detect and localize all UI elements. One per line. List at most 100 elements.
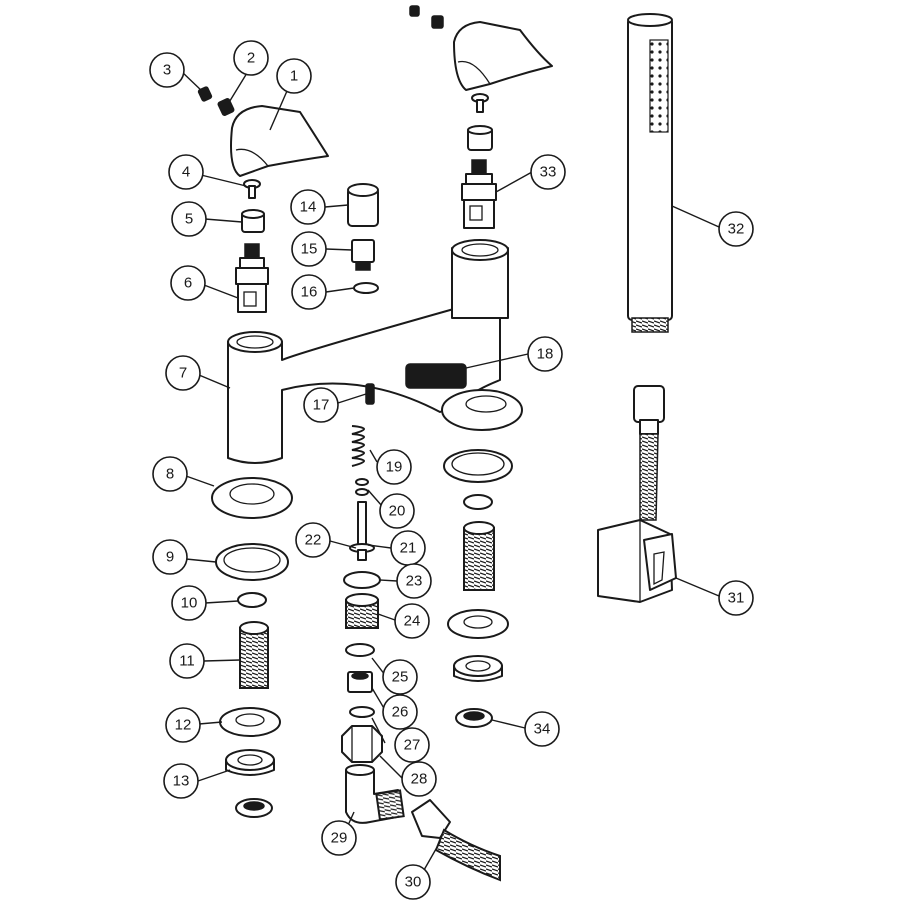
part-8-base-plate-right	[441, 389, 523, 431]
callout-25: 25	[382, 659, 418, 695]
callout-7: 7	[165, 355, 201, 391]
callout-10: 10	[171, 585, 207, 621]
svg-text:24: 24	[404, 613, 421, 630]
svg-text:28: 28	[411, 771, 428, 788]
svg-text:9: 9	[166, 549, 174, 566]
part-14-cap	[347, 183, 379, 227]
part-5-bush-right	[467, 125, 493, 151]
svg-text:21: 21	[400, 540, 417, 557]
svg-text:15: 15	[301, 241, 318, 258]
part-28-hex-nut	[341, 725, 383, 763]
leader-lines	[180, 70, 720, 878]
svg-text:18: 18	[537, 346, 554, 363]
callout-20: 20	[379, 493, 415, 529]
callout-23: 23	[396, 563, 432, 599]
svg-text:16: 16	[301, 284, 318, 301]
callout-18: 18	[527, 336, 563, 372]
callout-33: 33	[530, 154, 566, 190]
callout-28: 28	[401, 761, 437, 797]
svg-text:17: 17	[313, 397, 330, 414]
part-20-o-rings	[355, 478, 369, 496]
part-12-washer-right	[447, 609, 509, 639]
part-13-back-nut	[225, 749, 275, 818]
part-32-hand-shower	[627, 13, 673, 333]
part-24-diverter-housing	[345, 593, 379, 629]
part-8-base-plate	[211, 477, 293, 519]
svg-text:22: 22	[305, 532, 322, 549]
svg-text:34: 34	[534, 721, 551, 738]
part-4-screw	[243, 179, 261, 199]
part-27-washer	[349, 706, 375, 718]
svg-text:11: 11	[179, 653, 195, 670]
svg-text:3: 3	[163, 62, 171, 79]
svg-text:1: 1	[290, 68, 298, 85]
part-16-o-ring	[353, 282, 379, 294]
shower-hose	[633, 385, 665, 521]
part-9-gasket	[215, 543, 289, 581]
svg-text:19: 19	[386, 459, 403, 476]
callout-17: 17	[303, 387, 339, 423]
callout-9: 9	[152, 539, 188, 575]
callout-12: 12	[165, 707, 201, 743]
callout-5: 5	[171, 201, 207, 237]
callout-8: 8	[152, 456, 188, 492]
svg-text:6: 6	[184, 275, 192, 292]
callout-2: 2	[233, 40, 269, 76]
svg-text:33: 33	[540, 164, 557, 181]
part-1-lever-handle	[230, 105, 329, 177]
callout-11: 11	[169, 643, 205, 679]
callout-3: 3	[149, 52, 185, 88]
callout-4: 4	[168, 154, 204, 190]
part-10-washer	[237, 592, 267, 608]
part-17-pin	[365, 383, 375, 405]
part-1-lever-handle-right	[453, 21, 553, 91]
callout-22: 22	[295, 522, 331, 558]
callout-30: 30	[395, 864, 431, 900]
part-19-spring	[351, 425, 365, 467]
part-2-insert	[217, 98, 235, 116]
part-4-screw-right	[471, 93, 489, 113]
part-7-pillar-right	[451, 239, 509, 319]
svg-text:8: 8	[166, 466, 174, 483]
part-29-elbow	[345, 764, 405, 824]
part-11-threaded-shank-right	[463, 521, 495, 591]
svg-text:14: 14	[300, 199, 317, 216]
callout-34: 34	[524, 711, 560, 747]
callout-27: 27	[394, 727, 430, 763]
callout-6: 6	[170, 265, 206, 301]
svg-text:2: 2	[247, 50, 255, 67]
part-21-spindle	[349, 501, 375, 561]
part-31-wall-bracket	[597, 519, 677, 603]
part-15-diverter-knob	[351, 239, 375, 271]
callout-29: 29	[321, 820, 357, 856]
callout-14: 14	[290, 189, 326, 225]
part-5-bush	[241, 209, 265, 233]
part-11-threaded-shank	[239, 621, 269, 689]
part-12-washer	[219, 707, 281, 737]
part-30-hose-connector	[411, 799, 501, 882]
part-6-valve-cartridge	[235, 243, 269, 313]
svg-text:23: 23	[406, 573, 423, 590]
callout-15: 15	[291, 231, 327, 267]
part-13-back-nut-right	[453, 655, 503, 682]
part-23-o-ring	[343, 571, 381, 589]
svg-text:5: 5	[185, 211, 193, 228]
svg-text:4: 4	[182, 164, 190, 181]
svg-text:10: 10	[181, 595, 198, 612]
svg-text:12: 12	[175, 717, 192, 734]
part-7-tap-body	[227, 295, 501, 464]
svg-text:27: 27	[404, 737, 421, 754]
callout-24: 24	[394, 603, 430, 639]
svg-text:32: 32	[728, 221, 745, 238]
svg-text:7: 7	[179, 365, 187, 382]
callout-19: 19	[376, 449, 412, 485]
callout-1: 1	[276, 58, 312, 94]
callout-32: 32	[718, 211, 754, 247]
callout-21: 21	[390, 530, 426, 566]
part-18-shower-button	[405, 363, 467, 389]
part-10-washer-right	[463, 494, 493, 510]
svg-text:30: 30	[405, 874, 422, 891]
part-33-valve-cartridge	[461, 159, 497, 229]
svg-text:29: 29	[331, 830, 348, 847]
